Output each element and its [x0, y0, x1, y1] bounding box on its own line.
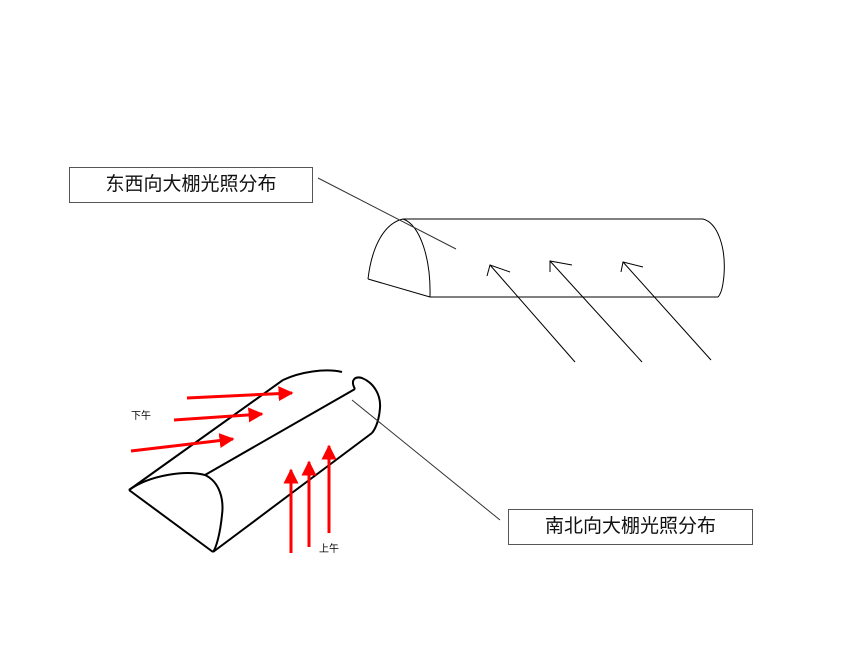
- ns-leader-line: [351, 399, 501, 521]
- ew-sun-arrow-1: [489, 264, 576, 363]
- morning-sun-arrows: [283, 444, 337, 553]
- ns-greenhouse-top-arc: [282, 369, 343, 381]
- afternoon-sun-arrows: [130, 386, 294, 453]
- ew-sun-arrow-3-head: [620, 261, 644, 273]
- ew-greenhouse-base-front: [367, 278, 431, 298]
- afternoon-arrow-1: [186, 386, 294, 402]
- east-west-greenhouse: [367, 218, 725, 298]
- ew-greenhouse-back-arch: [702, 218, 725, 298]
- ns-greenhouse-front-arch: [128, 472, 224, 553]
- ns-greenhouse-back-arch: [352, 376, 382, 434]
- ew-sunlight-arrows: [486, 260, 712, 363]
- east-west-label-box: 东西向大棚光照分布: [69, 167, 313, 203]
- north-south-label-box: 南北向大棚光照分布: [508, 509, 753, 545]
- north-south-greenhouse: [128, 369, 382, 553]
- ew-sun-arrow-2: [549, 260, 643, 363]
- afternoon-arrow-3: [130, 433, 235, 453]
- ns-greenhouse-left-edge: [128, 379, 284, 491]
- ew-leader-line: [317, 177, 457, 250]
- ew-sun-arrow-1-head: [486, 264, 511, 277]
- ew-sun-arrow-3: [622, 261, 712, 361]
- morning-label: 上午: [319, 544, 339, 555]
- ew-sun-arrow-2-head: [549, 260, 573, 272]
- afternoon-label: 下午: [131, 411, 151, 422]
- ns-greenhouse-ridge: [204, 388, 356, 476]
- ns-greenhouse-base-front: [128, 489, 214, 553]
- east-west-label: 东西向大棚光照分布: [105, 173, 277, 195]
- north-south-label: 南北向大棚光照分布: [544, 515, 716, 537]
- afternoon-arrow-2: [173, 407, 264, 423]
